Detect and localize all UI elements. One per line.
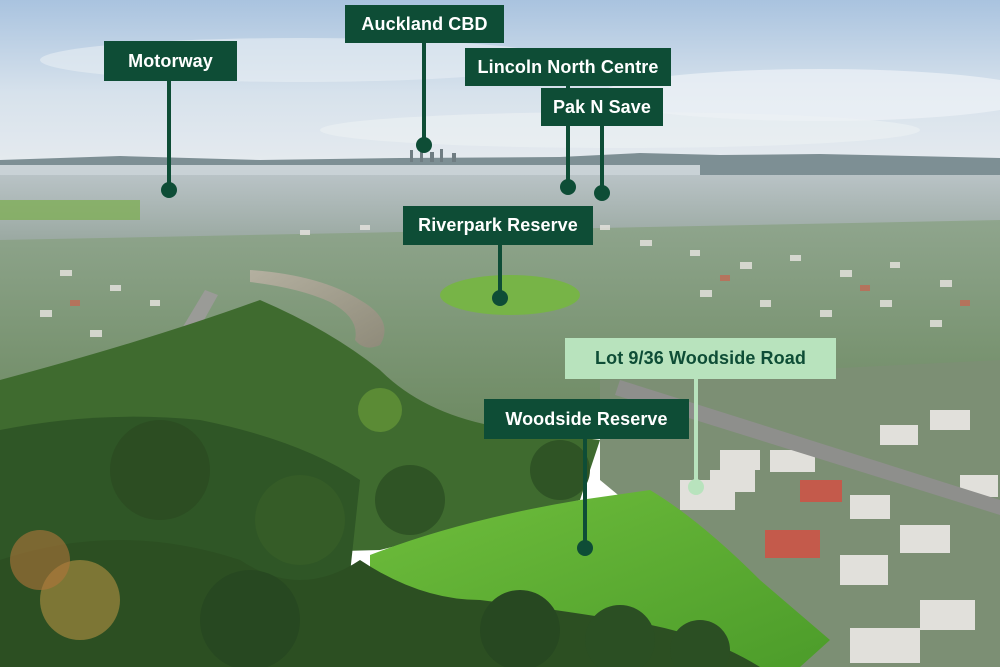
aerial-photo — [0, 0, 1000, 667]
aerial-photo-scene: Motorway Auckland CBD Lincoln North Cent… — [0, 0, 1000, 667]
